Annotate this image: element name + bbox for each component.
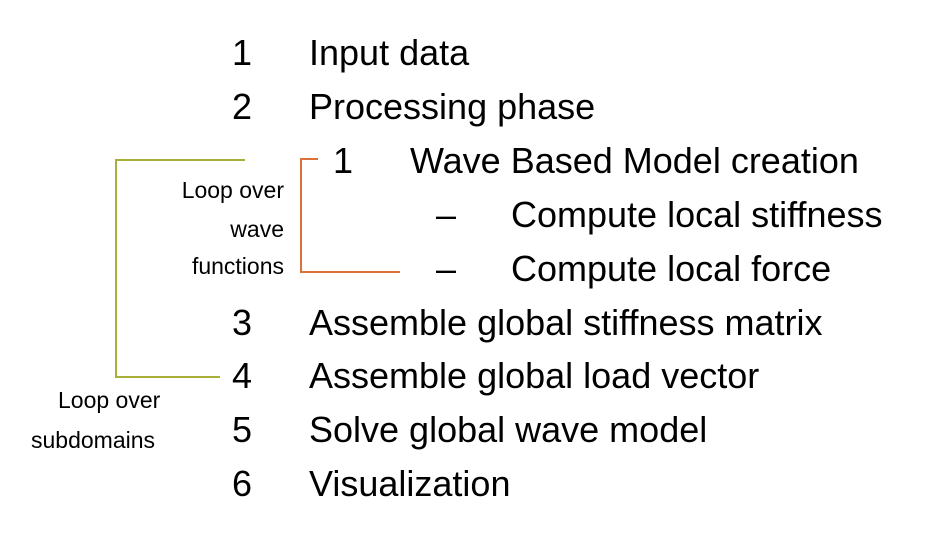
substep-label: Wave Based Model creation xyxy=(410,140,859,181)
step-2-label: Processing phase xyxy=(309,86,596,127)
substep-bullet-1: – xyxy=(436,194,457,235)
outer-loop-label-2: subdomains xyxy=(31,427,156,453)
step-6-number: 6 xyxy=(232,463,253,504)
step-1-number: 1 xyxy=(232,32,253,73)
outer-loop-label-1: Loop over xyxy=(58,387,161,413)
step-4-number: 4 xyxy=(232,355,253,396)
inner-loop-bracket xyxy=(300,158,400,273)
outer-loop-bracket xyxy=(115,159,245,378)
inner-loop-label-1: Loop over xyxy=(181,177,284,203)
inner-loop-label-3: functions xyxy=(191,253,284,279)
step-6-label: Visualization xyxy=(309,463,511,504)
step-2-number: 2 xyxy=(232,86,253,127)
step-3-label: Assemble global stiffness matrix xyxy=(309,302,823,343)
substep-bullet-2: – xyxy=(436,248,457,289)
substep-number: 1 xyxy=(333,140,354,181)
step-4-label: Assemble global load vector xyxy=(309,355,760,396)
inner-loop-label-2: wave xyxy=(230,216,284,242)
substep-item-2: Compute local force xyxy=(511,248,832,289)
step-1-label: Input data xyxy=(309,32,470,73)
step-5-label: Solve global wave model xyxy=(309,409,708,450)
step-5-number: 5 xyxy=(232,409,253,450)
substep-item-1: Compute local stiffness xyxy=(511,194,883,235)
step-3-number: 3 xyxy=(232,302,253,343)
